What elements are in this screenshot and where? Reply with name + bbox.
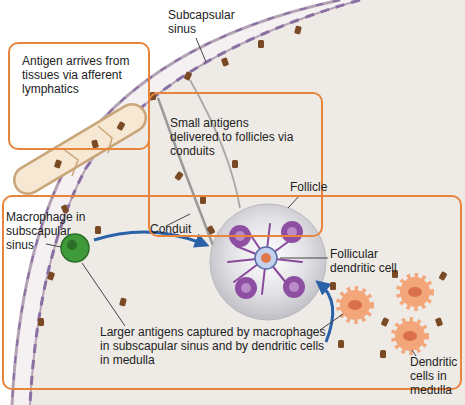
dendritic-cell-nucleus bbox=[348, 300, 362, 310]
annotation-text: Small antigens delivered to follicles vi… bbox=[170, 116, 298, 158]
capsule-lining-cells bbox=[12, 0, 340, 405]
b-cell bbox=[283, 276, 305, 298]
antigen bbox=[95, 226, 101, 234]
part-label: Subcapsular sinus bbox=[168, 8, 240, 36]
part-label: Follicle bbox=[290, 180, 350, 194]
highlight-box: Small antigens delivered to follicles vi… bbox=[148, 92, 323, 237]
antigen bbox=[47, 271, 55, 281]
highlight-box: Antigen arrives from tissues via afferen… bbox=[8, 42, 150, 150]
dendritic-cell bbox=[400, 277, 430, 307]
antigen bbox=[54, 159, 62, 169]
macrophage-nucleus bbox=[67, 240, 77, 250]
dendritic-cell bbox=[395, 321, 425, 351]
capsule-outer bbox=[12, 0, 340, 405]
subcapsular-sinus bbox=[12, 0, 360, 405]
leader-line bbox=[46, 244, 61, 247]
annotation-text: Antigen arrives from tissues via afferen… bbox=[22, 54, 140, 96]
antigen bbox=[380, 350, 386, 358]
antigen bbox=[200, 196, 206, 204]
antigen bbox=[338, 340, 344, 348]
dendritic-cell bbox=[340, 290, 370, 320]
part-label: Follicular dendritic cell bbox=[330, 247, 412, 275]
dendritic-cell-nucleus bbox=[408, 287, 422, 297]
antigen bbox=[294, 25, 302, 34]
follicle bbox=[210, 204, 326, 320]
antigen bbox=[116, 121, 125, 131]
antigen bbox=[221, 57, 229, 67]
antigen bbox=[91, 139, 99, 148]
antigen bbox=[232, 160, 238, 168]
leader-line bbox=[82, 263, 125, 326]
antigen bbox=[381, 317, 390, 327]
lymphatic-valve bbox=[62, 148, 78, 176]
leader-line bbox=[196, 38, 206, 62]
annotation-text: Larger antigens captured by macrophages … bbox=[100, 325, 334, 367]
part-label: Dendritic cells in medulla bbox=[410, 355, 464, 397]
antigen bbox=[330, 282, 336, 290]
antigen bbox=[438, 271, 447, 281]
leader-line bbox=[280, 258, 328, 259]
b-cell-nucleus bbox=[289, 282, 299, 292]
antigen bbox=[119, 297, 127, 306]
antigen bbox=[184, 71, 193, 81]
part-label: Conduit bbox=[150, 222, 210, 236]
antigen bbox=[258, 40, 264, 48]
b-cell bbox=[235, 277, 257, 299]
antigen bbox=[174, 171, 184, 181]
b-cell-nucleus bbox=[241, 283, 251, 293]
part-label: Macrophage in subscapular sinus bbox=[6, 210, 91, 252]
macrophage bbox=[61, 234, 89, 262]
node-tissue bbox=[12, 0, 465, 405]
highlight-box: Larger antigens captured by macrophages … bbox=[2, 195, 462, 390]
fdc-nucleus bbox=[261, 253, 271, 263]
antigen bbox=[38, 318, 44, 326]
antigen bbox=[206, 225, 215, 235]
dendritic-cell-nucleus bbox=[403, 331, 417, 341]
follicular-dendritic-cell bbox=[255, 247, 277, 269]
b-cell bbox=[281, 221, 303, 243]
antigen bbox=[435, 317, 443, 327]
